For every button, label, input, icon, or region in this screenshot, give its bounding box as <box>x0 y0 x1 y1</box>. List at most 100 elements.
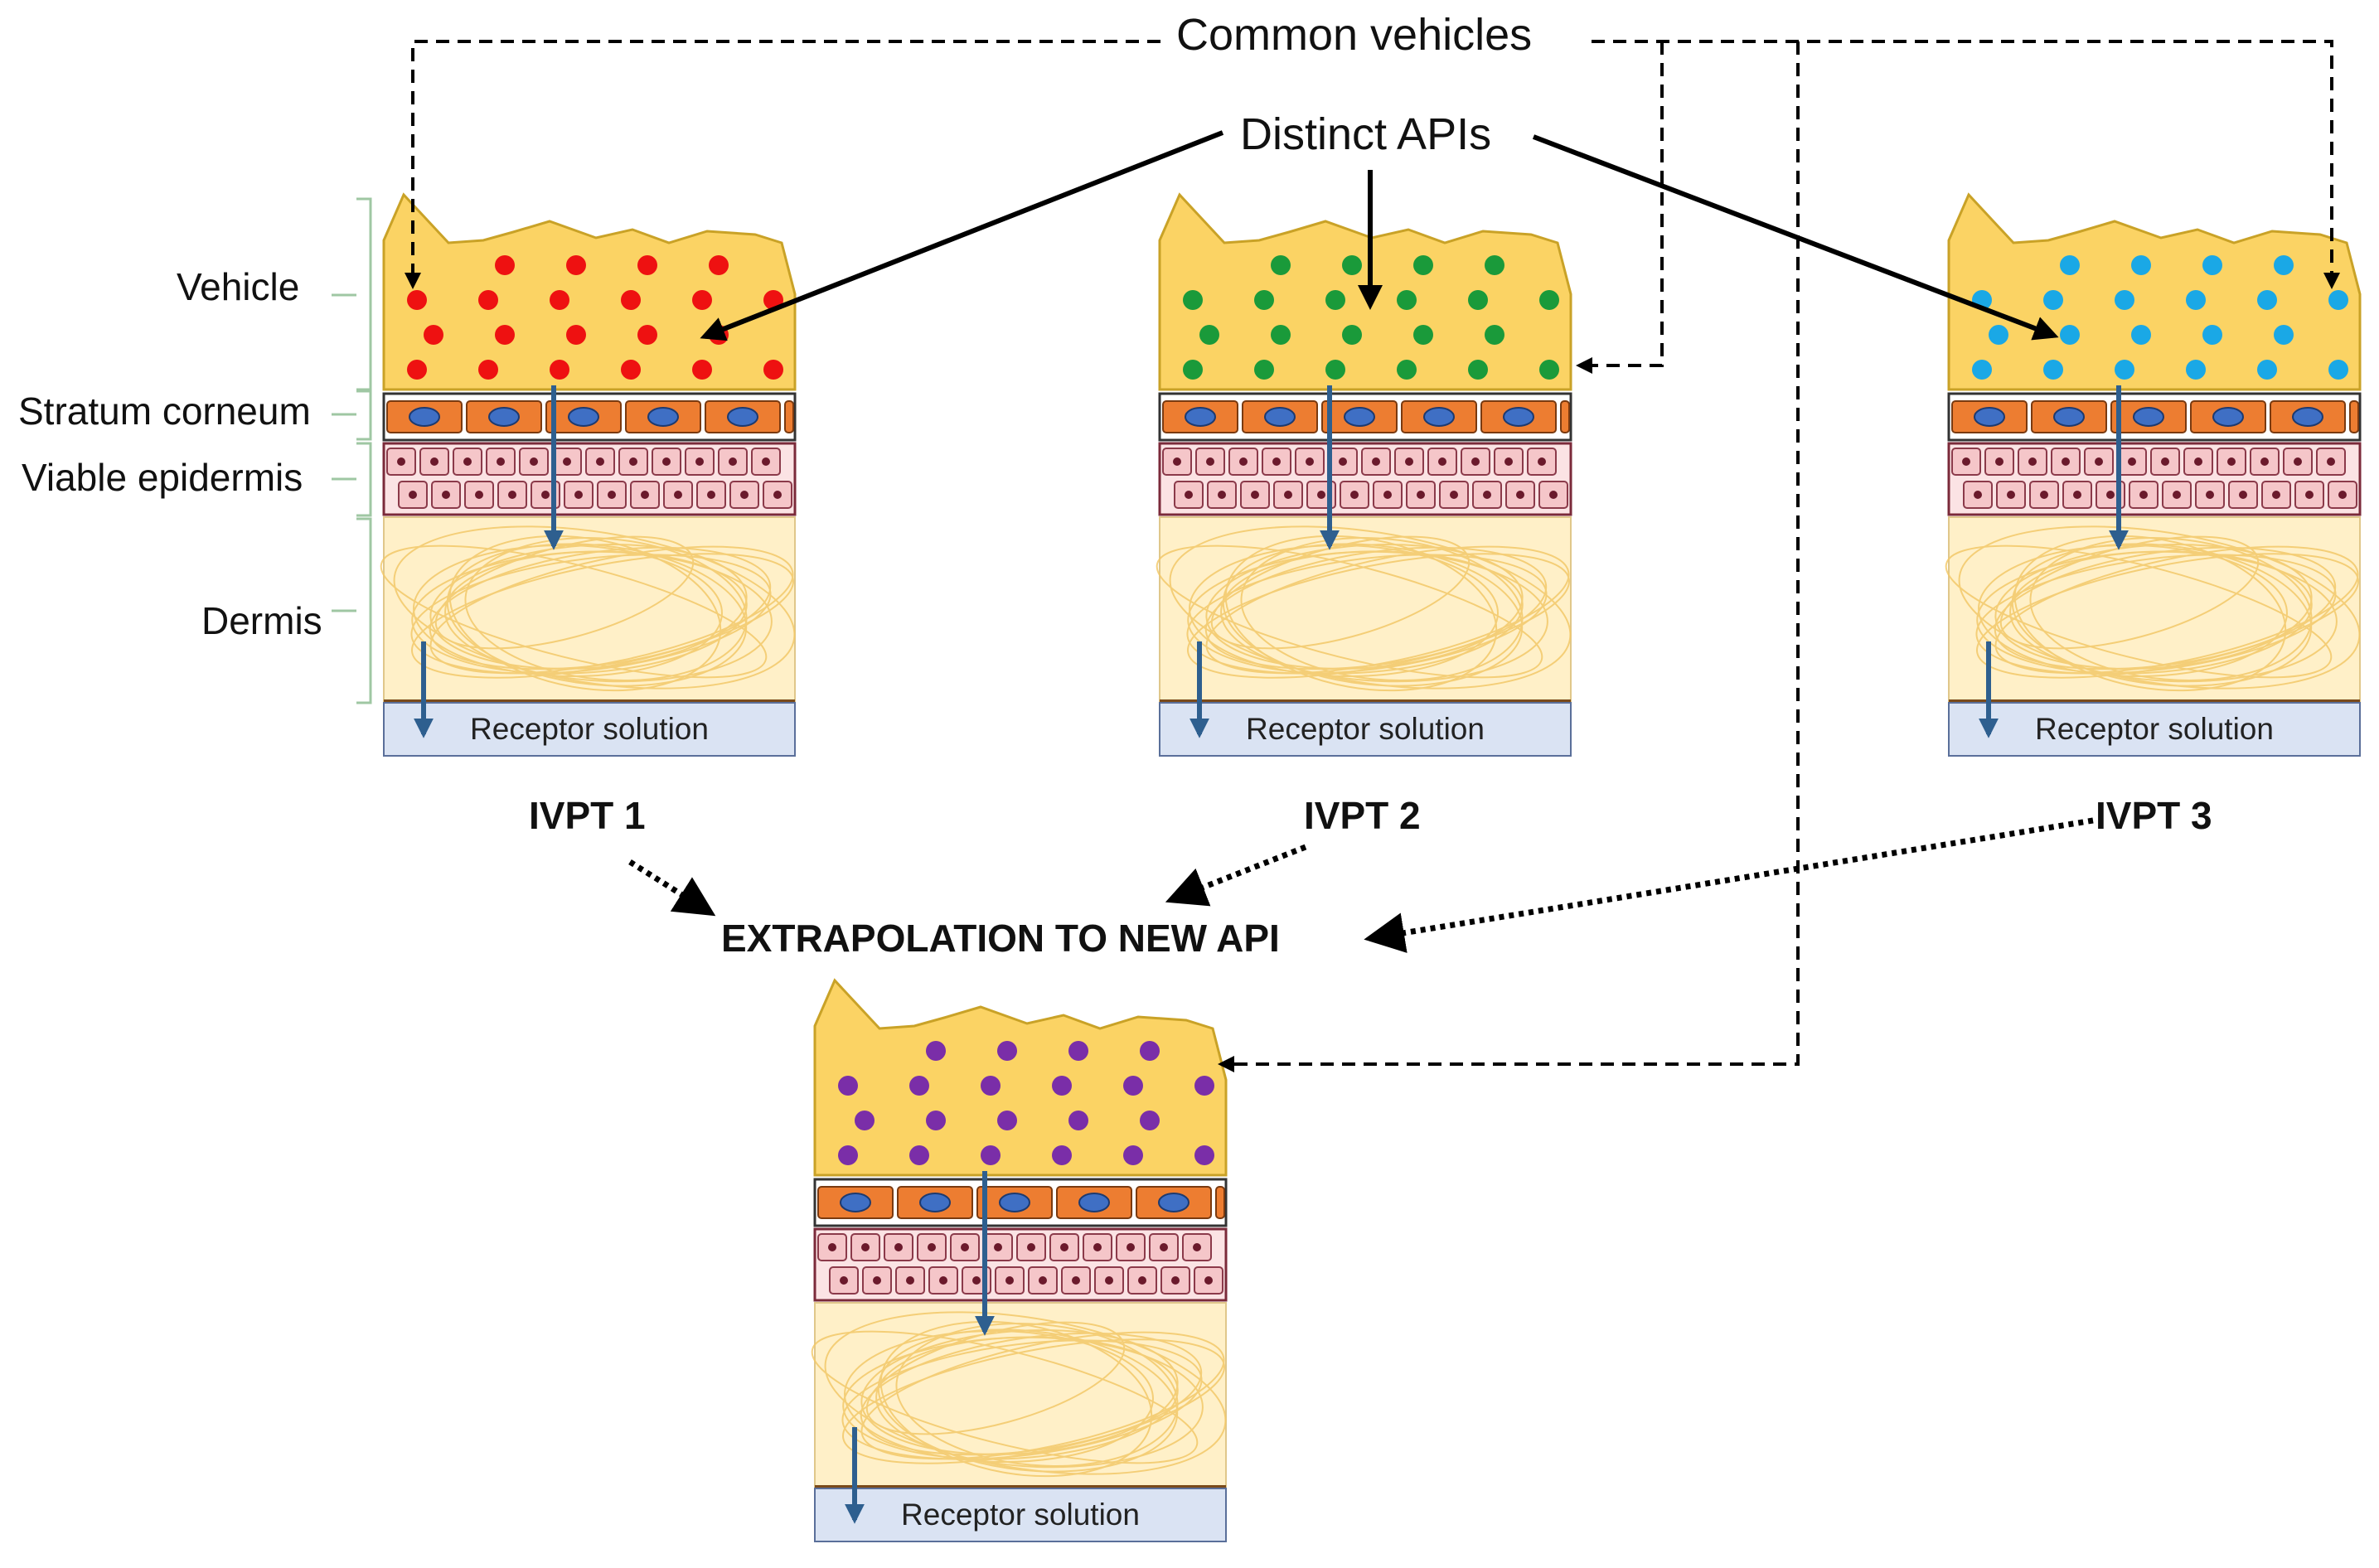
dermal-fiber <box>411 550 748 675</box>
api-dots <box>838 1041 1214 1165</box>
epidermal-nucleus <box>2206 491 2214 499</box>
corneocyte-nucleus <box>2292 407 2323 427</box>
epidermal-nucleus <box>840 1276 848 1285</box>
dermal-fiber <box>1204 546 1548 670</box>
epidermal-nucleus <box>2260 457 2269 466</box>
extrapolation-arrows <box>628 817 2094 953</box>
api-molecule <box>495 255 515 275</box>
epidermal-nucleus <box>430 457 438 466</box>
viable-epidermis-bracket <box>356 442 372 517</box>
dermal-fiber <box>2029 537 2313 681</box>
epidermal-nucleus <box>994 1243 1002 1251</box>
epidermal-nucleus <box>2028 457 2037 466</box>
dermal-fiber <box>1958 525 2361 690</box>
api-molecule <box>926 1111 946 1130</box>
api-molecule <box>1183 360 1203 380</box>
dermal-fibers <box>811 1311 1227 1478</box>
api-molecule <box>1539 290 1559 310</box>
epidermal-nucleus <box>442 491 450 499</box>
api-molecule <box>2274 255 2294 275</box>
api-molecule <box>2060 325 2080 345</box>
api-molecule <box>1123 1145 1143 1165</box>
api-molecule <box>478 290 498 310</box>
dermal-fiber <box>1169 525 1572 690</box>
api-molecule <box>621 360 641 380</box>
api-molecule <box>2328 290 2348 310</box>
dermal-fiber <box>842 1336 1179 1460</box>
receptor-solution-label: Receptor solution <box>2035 712 2274 746</box>
epidermal-nucleus <box>928 1243 936 1251</box>
epidermal-nucleus <box>762 457 770 466</box>
api-molecule <box>1342 255 1362 275</box>
dermal-fiber <box>429 546 772 670</box>
api-molecule <box>997 1111 1017 1130</box>
vehicle-label: Vehicle <box>177 265 299 308</box>
ivpt3-skin-panel: Receptor solution <box>1945 192 2362 757</box>
api-molecule <box>1194 1145 1214 1165</box>
epidermal-nucleus <box>1206 457 1214 466</box>
epidermal-nucleus <box>2007 491 2015 499</box>
corneocyte-nucleus <box>727 407 758 427</box>
epidermal-nucleus <box>2294 457 2302 466</box>
epidermal-nucleus <box>1504 457 1513 466</box>
distinct-apis-label: Distinct APIs <box>1240 109 1491 159</box>
api-molecule <box>407 290 427 310</box>
api-molecule <box>2131 325 2151 345</box>
api-molecule <box>2257 290 2277 310</box>
corneocyte <box>1215 1186 1225 1219</box>
epidermal-nucleus <box>2272 491 2280 499</box>
epidermal-nucleus <box>2128 457 2136 466</box>
dermal-fiber <box>879 1320 1153 1478</box>
epidermal-nucleus <box>695 457 704 466</box>
epidermal-nucleus <box>2227 457 2236 466</box>
api-molecule <box>981 1145 1001 1165</box>
api-molecule <box>550 290 569 310</box>
connector-to-ivpt1 <box>405 40 1160 289</box>
receptor-solution-chamber <box>1159 702 1572 757</box>
epidermal-nucleus <box>629 457 637 466</box>
api-molecule <box>1254 290 1274 310</box>
api-arrow-ivpt1 <box>700 130 1224 341</box>
api-arrow-ivpt3 <box>1532 134 2059 341</box>
corneocyte-nucleus <box>919 1193 951 1212</box>
corneocyte-nucleus <box>1185 407 1216 427</box>
epidermal-nucleus <box>1339 457 1347 466</box>
epidermal-nucleus <box>2095 457 2103 466</box>
dermal-fiber <box>1205 545 1570 675</box>
epidermal-nucleus <box>1218 491 1226 499</box>
api-molecule <box>424 325 443 345</box>
api-molecule <box>1413 325 1433 345</box>
epidermal-nucleus <box>2106 491 2115 499</box>
epidermal-nucleus <box>1173 457 1181 466</box>
connector-to-ivpt2 <box>1576 41 1664 374</box>
api-molecule <box>1485 255 1504 275</box>
dermal-fiber <box>1205 543 1524 670</box>
api-molecule <box>621 290 641 310</box>
api-molecule <box>1183 290 1203 310</box>
api-molecule <box>1413 255 1433 275</box>
api-molecule <box>566 325 586 345</box>
common-vehicles-label: Common vehicles <box>1176 10 1532 60</box>
stratum-corneum-bracket <box>356 390 372 441</box>
api-molecule <box>637 325 657 345</box>
corneocyte-nucleus <box>488 407 520 427</box>
api-molecule <box>1989 325 2008 345</box>
api-molecule <box>692 360 712 380</box>
api-molecule <box>2328 360 2348 380</box>
api-molecule <box>1468 290 1488 310</box>
api-molecule <box>2043 290 2063 310</box>
corneocyte-nucleus <box>1264 407 1296 427</box>
epidermal-nucleus <box>1039 1276 1047 1285</box>
epidermal-nucleus <box>1005 1276 1014 1285</box>
epidermal-nucleus <box>1193 1243 1201 1251</box>
api-molecule <box>2257 360 2277 380</box>
epidermal-nucleus <box>1185 491 1193 499</box>
api-molecule <box>2202 255 2222 275</box>
ivpt2-title: IVPT 2 <box>1304 794 1421 837</box>
api-molecule <box>1539 360 1559 380</box>
dermal-fibers <box>1156 525 1572 692</box>
new-api-skin-panel: Receptor solution <box>811 978 1228 1542</box>
receptor-solution-label: Receptor solution <box>901 1498 1140 1532</box>
epidermal-nucleus <box>828 1243 836 1251</box>
